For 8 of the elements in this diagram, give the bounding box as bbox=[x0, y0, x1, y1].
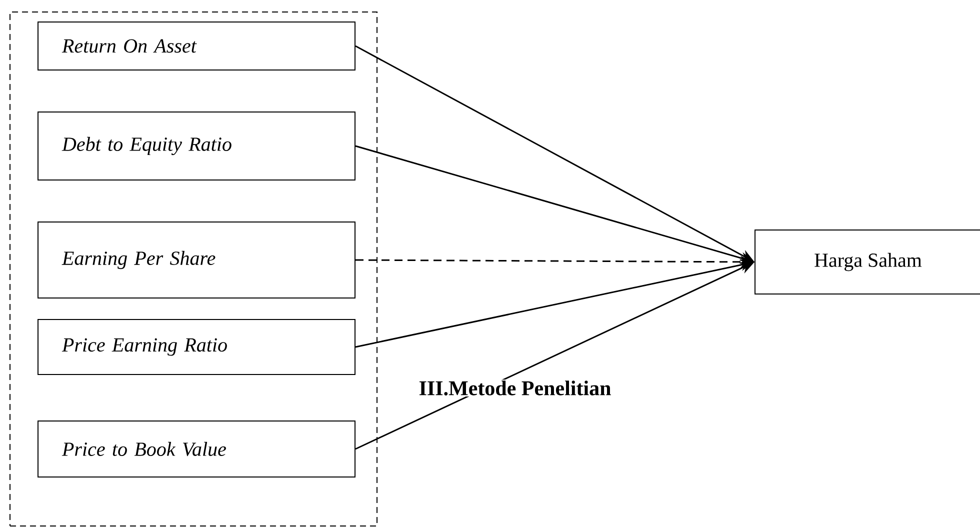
section-heading: III.Metode Penelitian bbox=[418, 380, 612, 396]
variable-box: Earning Per Share bbox=[38, 222, 356, 298]
variable-box: Price Earning Ratio bbox=[38, 319, 356, 375]
dashed-group-box bbox=[10, 12, 378, 526]
variable-box: Return On Asset bbox=[38, 22, 356, 70]
result-box: Harga Saham bbox=[754, 230, 980, 294]
variable-box: Debt to Equity Ratio bbox=[38, 112, 356, 180]
variable-box: Price to Book Value bbox=[38, 420, 356, 478]
